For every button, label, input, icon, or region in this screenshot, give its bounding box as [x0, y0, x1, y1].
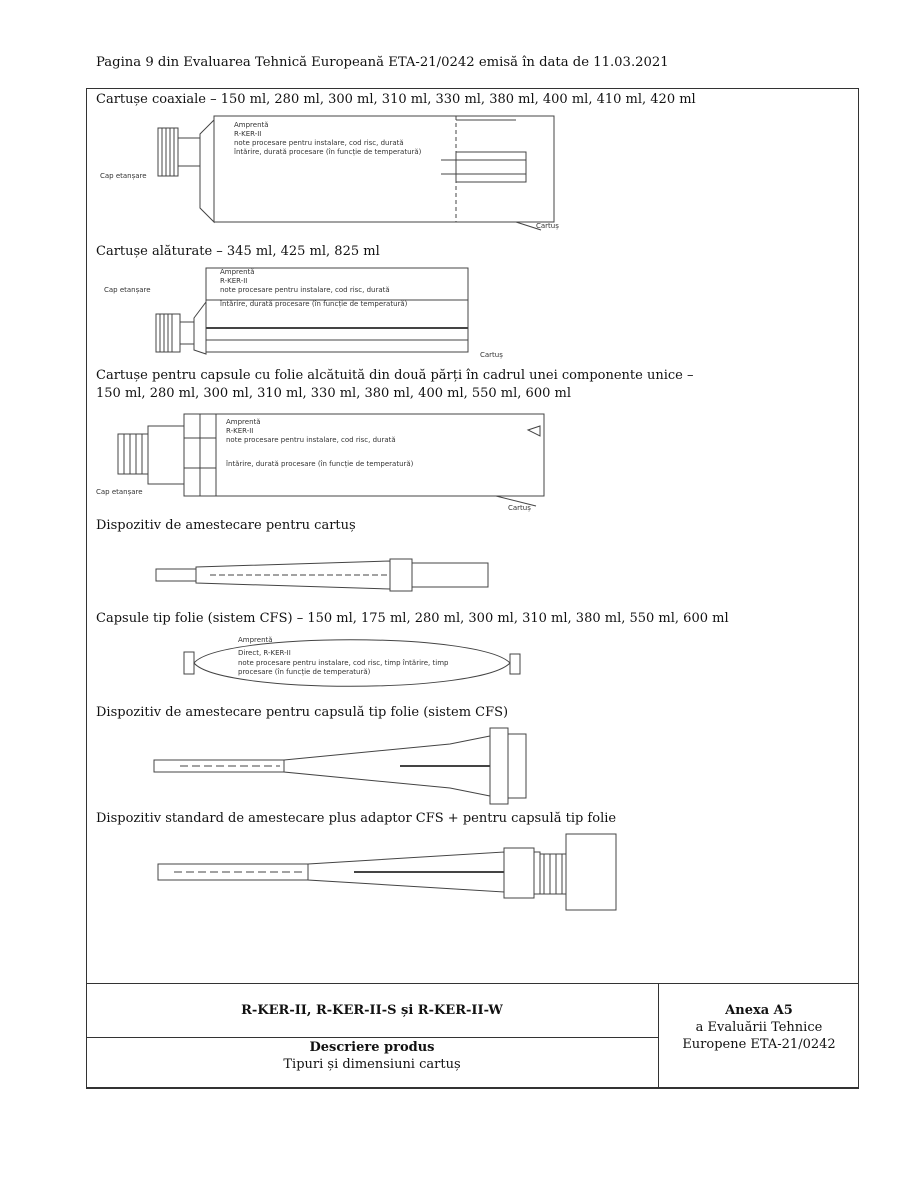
foil-capsule-drawing: Amprentă Direct, R-KER-II note procesare… [183, 636, 521, 687]
caption-mixer-cartridge: Dispozitiv de amestecare pentru cartuș [96, 518, 356, 533]
caption-foil-cartridge-1: Cartușe pentru capsule cu folie alcătuit… [96, 368, 694, 383]
label-cartus: Cartuș [536, 222, 559, 230]
product-name: R-KER-II, R-KER-II-S și R-KER-II-W [241, 1003, 503, 1018]
caption-foil-capsule: Capsule tip folie (sistem CFS) – 150 ml,… [96, 611, 729, 626]
label-intarire-3: întărire, durată procesare (în funcție d… [225, 460, 414, 469]
label-amprenta-2: Amprentă [220, 268, 255, 276]
label-cartus-3: Cartuș [508, 504, 531, 512]
annex-line2: a Evaluării Tehnice [695, 1020, 823, 1035]
label-cap: Cap etanșare [100, 172, 147, 180]
label-cartus-2: Cartuș [480, 351, 503, 359]
label-amprenta: Amprentă [234, 121, 269, 129]
annex-title: Anexa A5 [725, 1003, 793, 1018]
label-note-3: note procesare pentru instalare, cod ris… [226, 436, 396, 444]
label-cap-3: Cap etanșare [96, 488, 143, 496]
caption-coaxial: Cartușe coaxiale – 150 ml, 280 ml, 300 m… [96, 92, 696, 107]
label-procesare-4: procesare (în funcție de temperatură) [238, 668, 371, 677]
mixer-cartridge-drawing [155, 558, 489, 592]
annex-table: R-KER-II, R-KER-II-S și R-KER-II-W Descr… [86, 983, 859, 1089]
caption-foil-cartridge-2: 150 ml, 280 ml, 300 ml, 310 ml, 330 ml, … [96, 386, 571, 401]
foil-cartridge-drawing: Amprentă R-KER-II note procesare pentru … [96, 413, 545, 512]
label-rker: R-KER-II [234, 130, 261, 138]
label-intarire: întărire, durată procesare (în funcție d… [233, 148, 422, 157]
label-note-4: note procesare pentru instalare, cod ris… [238, 659, 449, 667]
caption-mixer-cfs: Dispozitiv de amestecare pentru capsulă … [96, 705, 509, 720]
product-desc-subtitle: Tipuri și dimensiuni cartuș [283, 1057, 461, 1072]
label-rker-3: R-KER-II [226, 427, 253, 435]
caption-mixer-adapter: Dispozitiv standard de amestecare plus a… [96, 811, 617, 826]
content-frame [86, 88, 859, 1088]
label-note: note procesare pentru instalare, cod ris… [234, 139, 404, 147]
page-header: Pagina 9 din Evaluarea Tehnică Europeană… [96, 55, 669, 70]
caption-side-by-side: Cartușe alăturate – 345 ml, 425 ml, 825 … [96, 244, 380, 259]
label-intarire-2: întărire, durată procesare (în funcție d… [219, 300, 408, 309]
side-by-side-cartridge-drawing: Amprentă R-KER-II note procesare pentru … [104, 267, 503, 359]
label-amprenta-3: Amprentă [226, 418, 261, 426]
mixer-adapter-drawing [157, 833, 617, 911]
coaxial-cartridge-drawing: Amprentă R-KER-II note procesare pentru … [100, 115, 559, 231]
label-cap-2: Cap etanșare [104, 286, 151, 294]
mixer-cfs-drawing [153, 727, 527, 805]
label-direct: Direct, R-KER-II [238, 649, 291, 657]
annex-line3: Europene ETA-21/0242 [682, 1037, 836, 1052]
label-rker-2: R-KER-II [220, 277, 247, 285]
label-note-2: note procesare pentru instalare, cod ris… [220, 286, 390, 294]
label-amprenta-4: Amprentă [238, 636, 273, 644]
product-desc-title: Descriere produs [309, 1040, 435, 1055]
